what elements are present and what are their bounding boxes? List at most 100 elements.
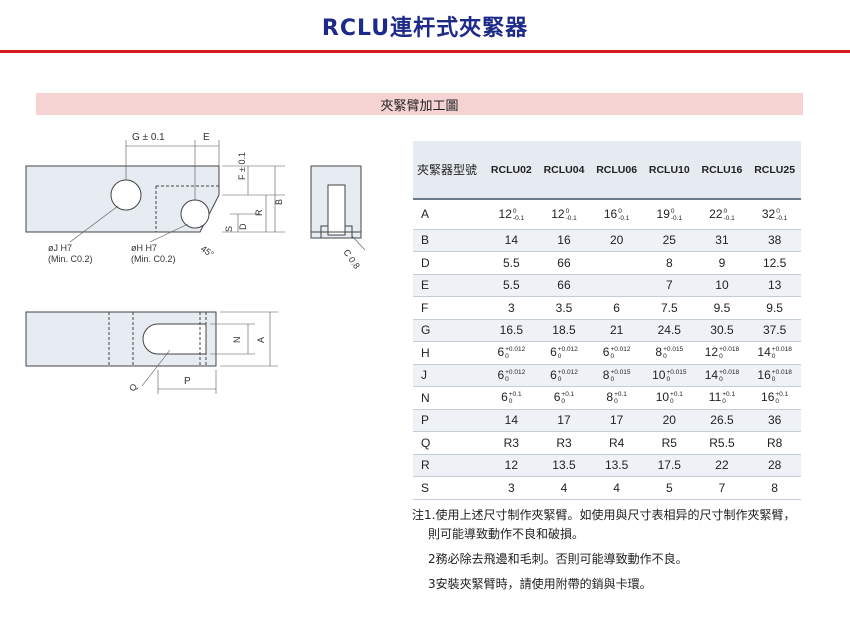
- label-h-hole: øH H7: [131, 243, 157, 253]
- table-cell: 7: [696, 477, 749, 500]
- tolerance-lower: -0.1: [512, 214, 525, 222]
- table-cell: 9: [696, 252, 749, 275]
- table-cell: 12: [485, 454, 538, 477]
- cell-value: 22: [715, 458, 729, 473]
- tolerance-upper: +0.012: [557, 368, 578, 376]
- tolerance-lower: 0: [771, 353, 776, 361]
- tolerance-upper: 0: [670, 207, 675, 215]
- cell-value: R4: [608, 435, 625, 450]
- cell-value: 10: [652, 367, 666, 382]
- tolerance-lower: 0: [505, 353, 509, 361]
- tolerance-upper: +0.012: [505, 368, 526, 376]
- cell-value: 12.5: [762, 255, 787, 270]
- tolerance-upper: +0.1: [508, 391, 522, 399]
- table-cell: 5.5: [485, 252, 538, 275]
- cell-value: 20: [609, 233, 624, 248]
- table-header-row: 夾緊器型號 RCLU02 RCLU04 RCLU06 RCLU10 RCLU16…: [413, 141, 801, 199]
- tolerance-upper: +0.018: [719, 368, 740, 376]
- tolerance: 0-0.1: [513, 208, 524, 222]
- tolerance-upper: +0.015: [663, 346, 684, 354]
- cell-value: 17: [557, 413, 571, 428]
- cell-value: 4: [613, 480, 620, 495]
- cell-value: 66: [557, 278, 571, 293]
- cell-value: 6: [553, 390, 561, 405]
- row-label: D: [421, 255, 430, 270]
- cell-value: 10: [655, 390, 670, 405]
- note-2: 2務必除去飛邊和毛刺。否則可能導致動作不良。: [428, 552, 688, 566]
- table-cell: R5.5: [696, 432, 749, 455]
- cell-value: 22: [709, 206, 723, 221]
- tolerance-upper: +0.1: [775, 391, 789, 399]
- cell-value: 14: [704, 367, 719, 382]
- cell-value: R3: [503, 435, 519, 450]
- cell-value: 38: [767, 233, 782, 248]
- table-cell: 10: [696, 274, 749, 297]
- table-cell: 9.5: [748, 297, 801, 320]
- row-label: H: [421, 345, 430, 360]
- table-cell: R5: [643, 432, 696, 455]
- table-cell: [590, 252, 643, 275]
- note-1: 注1.使用上述尺寸制作夾緊臂。如使用與尺寸表相异的尺寸制作夾緊臂，: [412, 508, 796, 522]
- tolerance-lower: 0: [666, 375, 671, 383]
- cell-value: 16.5: [499, 323, 523, 338]
- table-cell: 22: [696, 454, 749, 477]
- table-cell: 20: [643, 409, 696, 432]
- label-d: D: [238, 223, 248, 230]
- cell-value: 12: [704, 345, 719, 360]
- tolerance-upper: +0.015: [666, 368, 687, 376]
- cell-value: R5: [661, 435, 677, 450]
- tolerance-upper: +0.012: [557, 346, 578, 354]
- table-cell: 12.5: [748, 252, 801, 275]
- cell-value: 37.5: [762, 323, 787, 338]
- tolerance-lower: 0: [775, 398, 780, 406]
- table-cell: R3: [538, 432, 591, 455]
- title-rule: [0, 50, 850, 53]
- label-g-tol: G ± 0.1: [132, 132, 165, 143]
- cell-value: 14: [757, 345, 771, 360]
- label-n: N: [232, 337, 242, 344]
- row-label: Q: [421, 435, 431, 450]
- row-label: P: [421, 413, 430, 428]
- cell-value: 31: [715, 233, 729, 248]
- cell-value: 5.5: [502, 255, 520, 270]
- row-label: J: [421, 368, 427, 383]
- cell-value: 6: [497, 367, 505, 382]
- cell-value: 14: [504, 413, 518, 428]
- tolerance-lower: 0: [719, 353, 723, 361]
- cell-value: 3: [507, 300, 515, 315]
- tolerance-upper: +0.1: [614, 391, 627, 399]
- table-cell: 17: [590, 409, 643, 432]
- hole-j: [110, 179, 142, 211]
- table-cell: 8: [643, 252, 696, 275]
- table-cell: 20: [590, 229, 643, 252]
- table-cell: 18.5: [538, 319, 591, 342]
- header-model: RCLU02: [490, 163, 532, 176]
- table-cell: 7: [643, 274, 696, 297]
- cell-value: 9: [718, 255, 726, 270]
- row-label: A: [421, 207, 430, 222]
- table-cell: [590, 274, 643, 297]
- label-a: A: [256, 337, 266, 343]
- header-model: RCLU16: [701, 163, 743, 176]
- cell-value: 8: [665, 255, 673, 270]
- table-cell: 28: [748, 454, 801, 477]
- table-cell: 4: [590, 477, 643, 500]
- row-label: S: [421, 480, 430, 495]
- table-cell: R4: [590, 432, 643, 455]
- table-cell: R8: [748, 432, 801, 455]
- table-cell: 9.5: [696, 297, 749, 320]
- tolerance-upper: +0.012: [610, 346, 631, 354]
